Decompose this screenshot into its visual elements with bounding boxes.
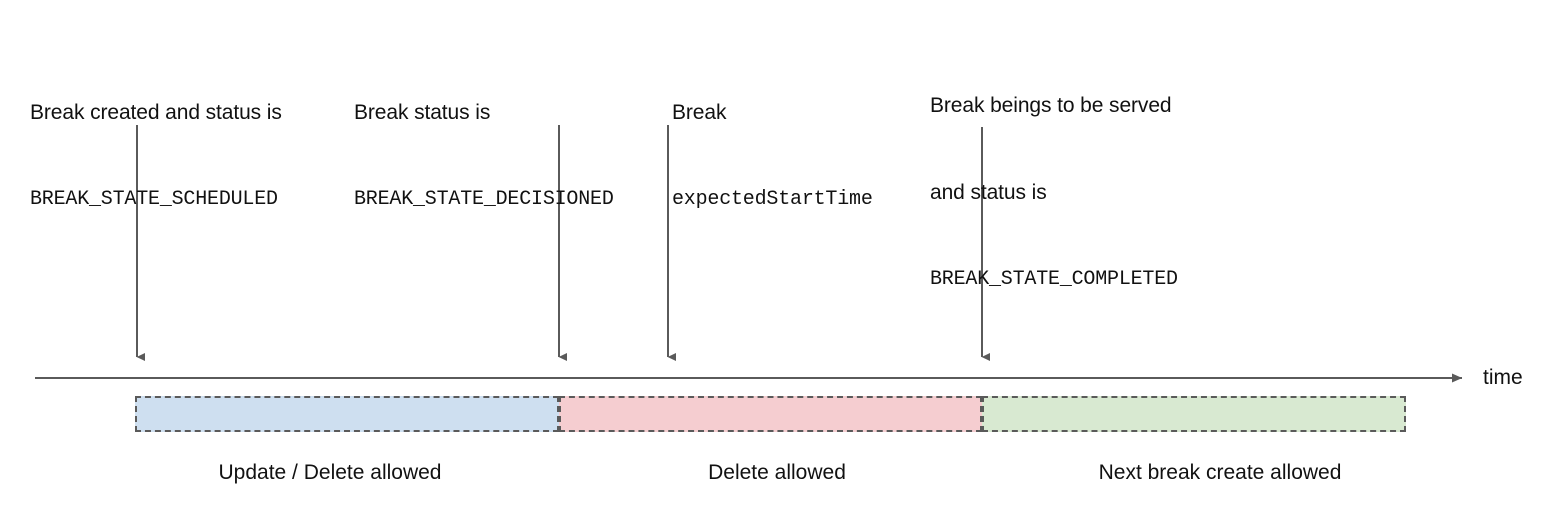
annotation-completed: Break beings to be served and status is …: [930, 33, 1178, 352]
annotation-completed-line-2: and status is: [930, 181, 1047, 204]
annotation-decisioned: Break status is BREAK_STATE_DECISIONED: [354, 40, 614, 272]
annotation-completed-line-1: Break beings to be served: [930, 94, 1172, 117]
annotation-scheduled: Break created and status is BREAK_STATE_…: [30, 40, 282, 272]
annotation-expected-start-time-line-2: expectedStartTime: [672, 188, 873, 211]
annotation-scheduled-line-1: Break created and status is: [30, 101, 282, 124]
annotation-expected-start-time: Break expectedStartTime: [672, 40, 873, 272]
segment-update-delete: [135, 396, 559, 432]
segment-next-break-create: [982, 396, 1406, 432]
annotation-decisioned-line-2: BREAK_STATE_DECISIONED: [354, 188, 614, 211]
annotation-decisioned-line-1: Break status is: [354, 101, 491, 124]
caption-update-delete: Update / Delete allowed: [218, 461, 442, 484]
caption-next-break-create: Next break create allowed: [1098, 461, 1342, 484]
annotation-completed-line-3: BREAK_STATE_COMPLETED: [930, 268, 1178, 291]
caption-delete-only: Delete allowed: [708, 461, 846, 484]
annotation-expected-start-time-line-1: Break: [672, 101, 727, 124]
time-axis-label: time: [1483, 366, 1523, 389]
annotation-scheduled-line-2: BREAK_STATE_SCHEDULED: [30, 188, 278, 211]
segment-delete-only: [559, 396, 982, 432]
